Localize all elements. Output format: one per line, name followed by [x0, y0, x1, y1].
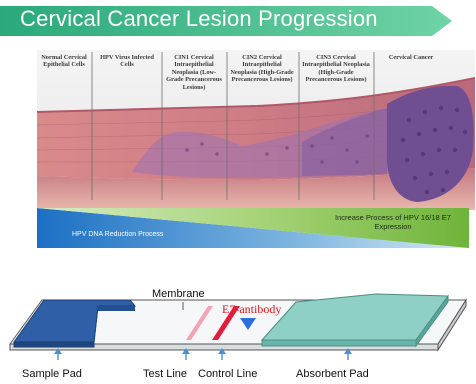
stage-label-cin2: CIN2 Cervical Intraepithelial Neoplasia …	[229, 54, 295, 84]
page-title: Cervical Cancer Lesion Progression	[20, 6, 378, 32]
stage-label-hpv: HPV Virus Infected Cells	[95, 54, 159, 69]
stage-label-normal: Normal Cervical Epithelial Cells	[40, 54, 88, 69]
stage-label-cin1: CIN1 Cervical Intraepithelial Neoplasia …	[164, 54, 224, 91]
control-line-label: Control Line	[198, 368, 257, 380]
e7-antibody-label: E7-antibody	[222, 302, 281, 317]
stage-label-cin3: CIN3 Cervical Intraepithelial Neoplasia …	[301, 54, 371, 84]
test-strip-diagram	[0, 280, 476, 360]
e7-expression-label: Increase Process of HPV 16/18 E7 Express…	[318, 213, 468, 231]
stage-label-cancer: Cervical Cancer	[386, 54, 436, 61]
sample-pad-label: Sample Pad	[22, 368, 82, 380]
hpv-dna-reduction-label: HPV DNA Reduction Process	[72, 231, 163, 238]
membrane-label: Membrane	[152, 288, 205, 300]
test-line-label: Test Line	[143, 368, 187, 380]
absorbent-pad-label: Absorbent Pad	[296, 368, 369, 380]
